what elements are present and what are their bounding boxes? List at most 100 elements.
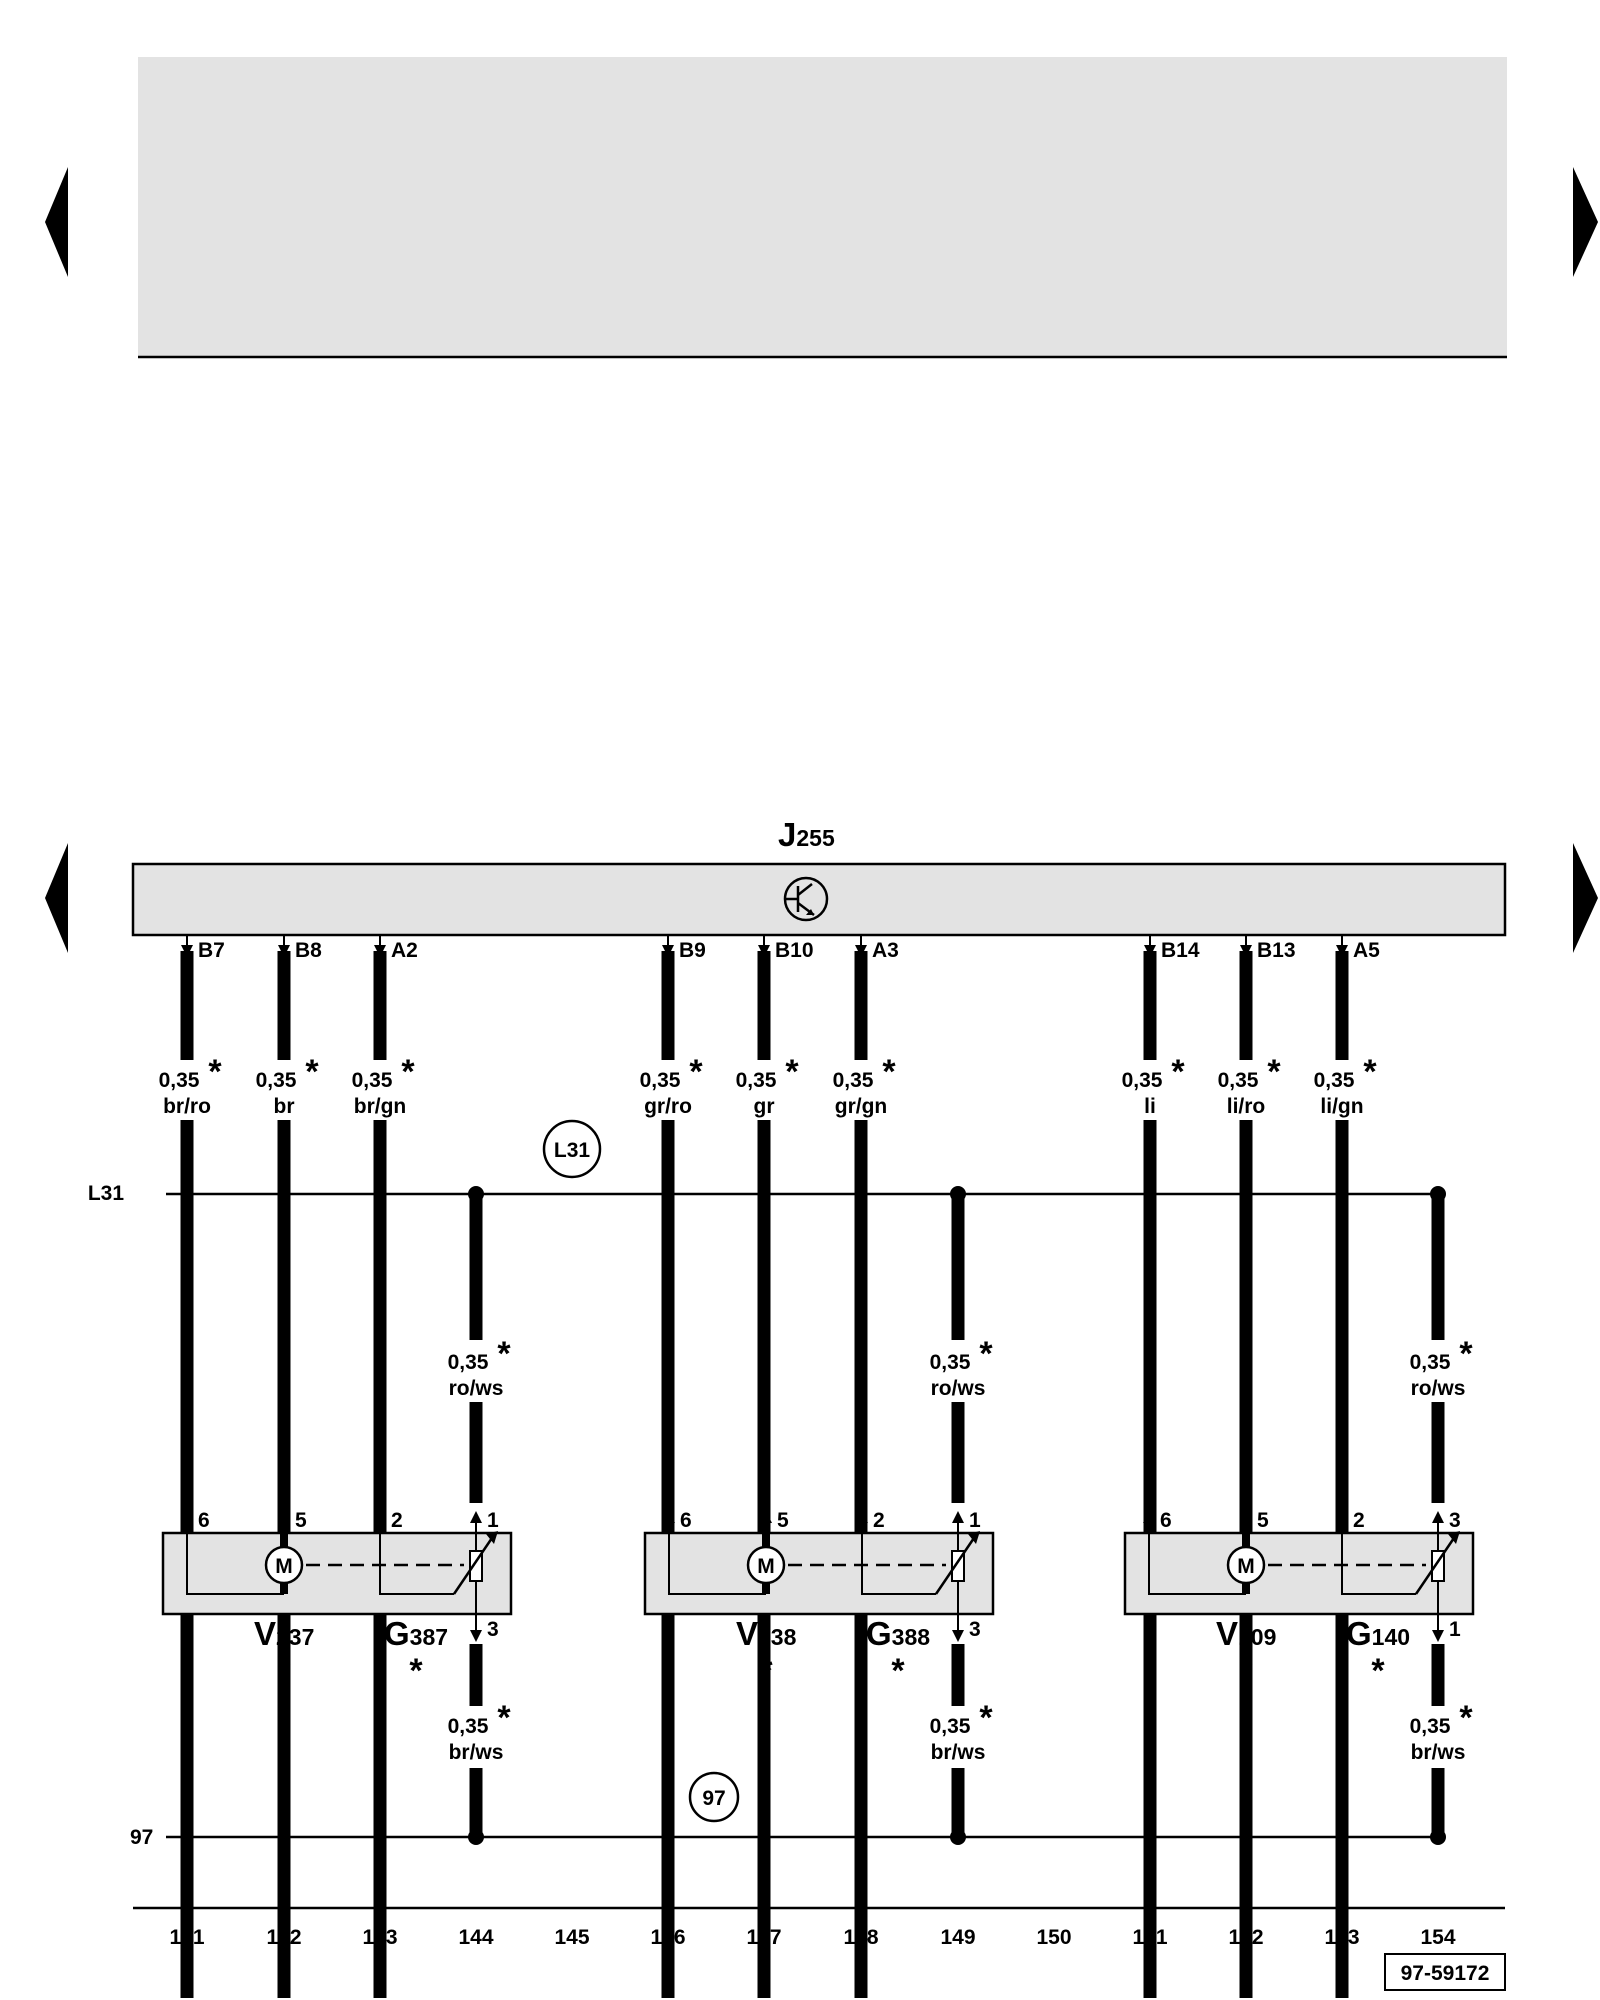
wire-asterisk: * (401, 1053, 415, 1091)
ground-line-label: 97 (130, 1826, 153, 1849)
sensor-asterisk: * (891, 1652, 905, 1690)
supply-wire: 0,35*ro/ws (1398, 1186, 1478, 1503)
motor-letter: M (757, 1555, 775, 1578)
module-pin-label: 5 (295, 1509, 307, 1532)
motor-asterisk: * (277, 1652, 291, 1690)
column-number: 143 (362, 1926, 397, 1949)
module-pin-bottom: 1 (1449, 1618, 1461, 1641)
wire-color-code: br/ro (163, 1095, 211, 1118)
motor-asterisk: * (1239, 1652, 1253, 1690)
motor-asterisk: * (759, 1652, 773, 1690)
wire-asterisk: * (1267, 1053, 1281, 1091)
l31-circle-marker: L31 (542, 1119, 602, 1179)
motor-icon: M (746, 1545, 786, 1585)
column-number: 154 (1420, 1926, 1455, 1949)
supply-gauge: 0,35 (448, 1351, 489, 1374)
module-pin-label: 3 (1449, 1509, 1461, 1532)
ground-gauge: 0,35 (448, 1715, 489, 1738)
module-pin-label: 2 (391, 1509, 403, 1532)
ground-color-code: br/ws (931, 1741, 986, 1764)
arrow-left-icon[interactable] (45, 167, 68, 277)
motor-component-label: V237 (254, 1615, 314, 1652)
column-number: 151 (1132, 1926, 1167, 1949)
column-number: 142 (266, 1926, 301, 1949)
ground-gauge: 0,35 (1410, 1715, 1451, 1738)
column-number: 148 (843, 1926, 878, 1949)
sensor-asterisk: * (1371, 1652, 1385, 1690)
wire-gauge: 0,35 (1218, 1069, 1259, 1092)
supply-color-code: ro/ws (449, 1377, 504, 1400)
ground-wire: 0,35*br/ws (436, 1644, 516, 1845)
wire-asterisk: * (305, 1053, 319, 1091)
reference-box: 97-59172 (1384, 1953, 1506, 1991)
module-pin-label: 6 (198, 1509, 210, 1532)
motor-component-label: V238 (736, 1615, 797, 1652)
wire-color-code: gr (754, 1095, 775, 1118)
header-panel (138, 57, 1507, 357)
ground-color-code: br/ws (1411, 1741, 1466, 1764)
wire-color-code: li/ro (1227, 1095, 1266, 1118)
supply-color-code: ro/ws (1411, 1377, 1466, 1400)
svg-text:L31: L31 (554, 1139, 591, 1162)
wire-b8: B8 0,35 * br (244, 935, 324, 1998)
ground-asterisk: * (497, 1699, 511, 1737)
pin-label: A2 (391, 939, 418, 962)
wire-asterisk: * (1363, 1053, 1377, 1091)
arrow-left-icon[interactable] (45, 843, 68, 953)
supply-gauge: 0,35 (1410, 1351, 1451, 1374)
column-number: 145 (554, 1926, 589, 1949)
motor-letter: M (1237, 1555, 1255, 1578)
svg-text:97: 97 (702, 1787, 725, 1810)
ground-97-circle-marker: 97 (688, 1771, 740, 1823)
wire-gauge: 0,35 (1122, 1069, 1163, 1092)
wire-a3: A30,35*gr/gn (821, 935, 901, 1998)
module-pin-label: 5 (1257, 1509, 1269, 1532)
ground-asterisk: * (979, 1699, 993, 1737)
wire-a2: A20,35*br/gn (340, 935, 420, 1998)
arrow-right-icon[interactable] (1573, 843, 1598, 953)
control-unit-j255 (131, 862, 1507, 937)
wire-gauge: 0,35 (256, 1069, 297, 1092)
module-pin-label: 6 (680, 1509, 692, 1532)
sensor-component-label: G140 (1346, 1615, 1410, 1652)
supply-wire: 0,35*ro/ws (918, 1186, 998, 1503)
module-pin-label: 2 (873, 1509, 885, 1532)
wire-color-code: br (274, 1095, 295, 1118)
supply-asterisk: * (497, 1335, 511, 1373)
supply-wire: 0,35 * ro/ws (436, 1186, 516, 1503)
pin-label: B10 (775, 939, 814, 962)
svg-text:97-59172: 97-59172 (1401, 1962, 1490, 1985)
wire-color-code: li (1144, 1095, 1156, 1118)
module-pin-bottom: 3 (969, 1618, 981, 1641)
column-number: 153 (1324, 1926, 1359, 1949)
transistor-symbol-icon (783, 876, 829, 922)
wire-gauge: 0,35 (1314, 1069, 1355, 1092)
wire-asterisk: * (208, 1053, 222, 1091)
l31-line-label: L31 (88, 1182, 125, 1205)
column-number: 141 (169, 1926, 204, 1949)
motor-letter: M (275, 1555, 293, 1578)
module-pin-bottom: 3 (487, 1618, 499, 1641)
column-number: 146 (650, 1926, 685, 1949)
module-pin-label: 1 (969, 1509, 981, 1532)
wire-gauge: 0,35 (352, 1069, 393, 1092)
wire-color-code: gr/ro (644, 1095, 692, 1118)
arrow-right-icon[interactable] (1573, 167, 1598, 277)
wires-layer: B70,35*br/roB80,35*brA20,35*br/gnB90,35*… (147, 935, 1382, 1998)
pin-label: B8 (295, 939, 322, 962)
ground-gauge: 0,35 (930, 1715, 971, 1738)
motor-icon: M (1226, 1545, 1266, 1585)
ground-wire: 0,35*br/ws (1398, 1644, 1478, 1845)
pin-label: B13 (1257, 939, 1296, 962)
wire-asterisk: * (1171, 1053, 1185, 1091)
supply-asterisk: * (979, 1335, 993, 1373)
sensor-component-label: G387 (384, 1615, 448, 1652)
module-pin-label: 2 (1353, 1509, 1365, 1532)
pin-label: A5 (1353, 939, 1380, 962)
